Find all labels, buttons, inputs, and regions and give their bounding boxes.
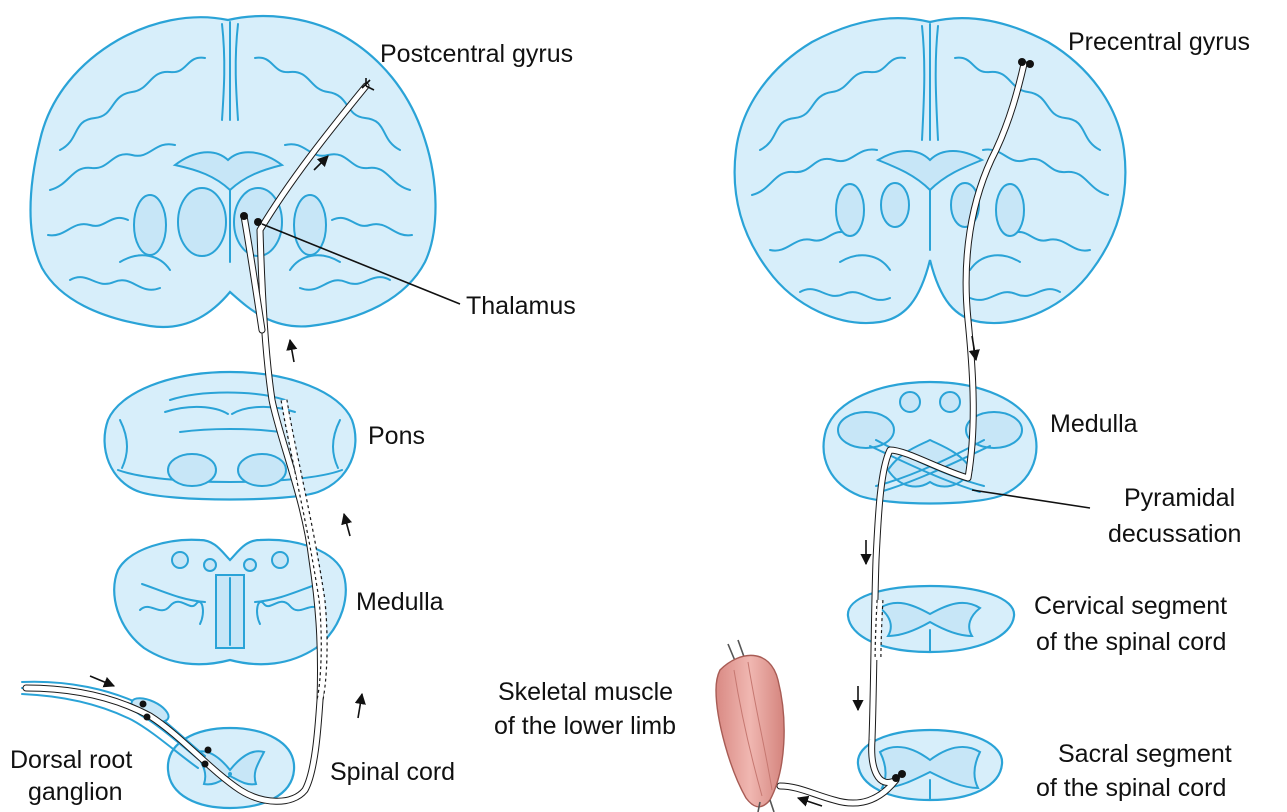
label-medulla-right: Medulla [1050, 410, 1138, 438]
label-lower-limb: of the lower limb [494, 712, 676, 740]
right-motor-pathway: Precentral gyrus Medulla Pyramidal decus… [494, 18, 1250, 812]
label-sacral-segment: Sacral segment [1058, 740, 1232, 768]
label-sacral-spinal-cord: of the spinal cord [1036, 774, 1226, 802]
label-cervical-segment: Cervical segment [1034, 592, 1227, 620]
right-medulla-section [824, 382, 1037, 504]
left-pons-section [105, 372, 356, 500]
label-postcentral-gyrus: Postcentral gyrus [380, 40, 573, 68]
skeletal-muscle [716, 640, 784, 812]
label-precentral-gyrus: Precentral gyrus [1068, 28, 1250, 56]
label-decussation: decussation [1108, 520, 1241, 548]
label-cervical-spinal-cord: of the spinal cord [1036, 628, 1226, 656]
right-brain-coronal-section [735, 18, 1126, 323]
label-medulla-left: Medulla [356, 588, 444, 616]
label-skeletal-muscle: Skeletal muscle [498, 678, 673, 706]
label-pyramidal: Pyramidal [1124, 484, 1235, 512]
label-pons: Pons [368, 422, 425, 450]
label-thalamus: Thalamus [466, 292, 576, 320]
left-sensory-pathway: Postcentral gyrus Thalamus Pons Medulla … [10, 16, 576, 808]
left-brain-coronal-section [31, 16, 436, 327]
label-spinal-cord: Spinal cord [330, 758, 455, 786]
label-dorsal-root-ganglion-line2: ganglion [28, 778, 123, 806]
label-dorsal-root-ganglion-line1: Dorsal root [10, 746, 132, 774]
sacral-segment-section [858, 730, 1002, 800]
